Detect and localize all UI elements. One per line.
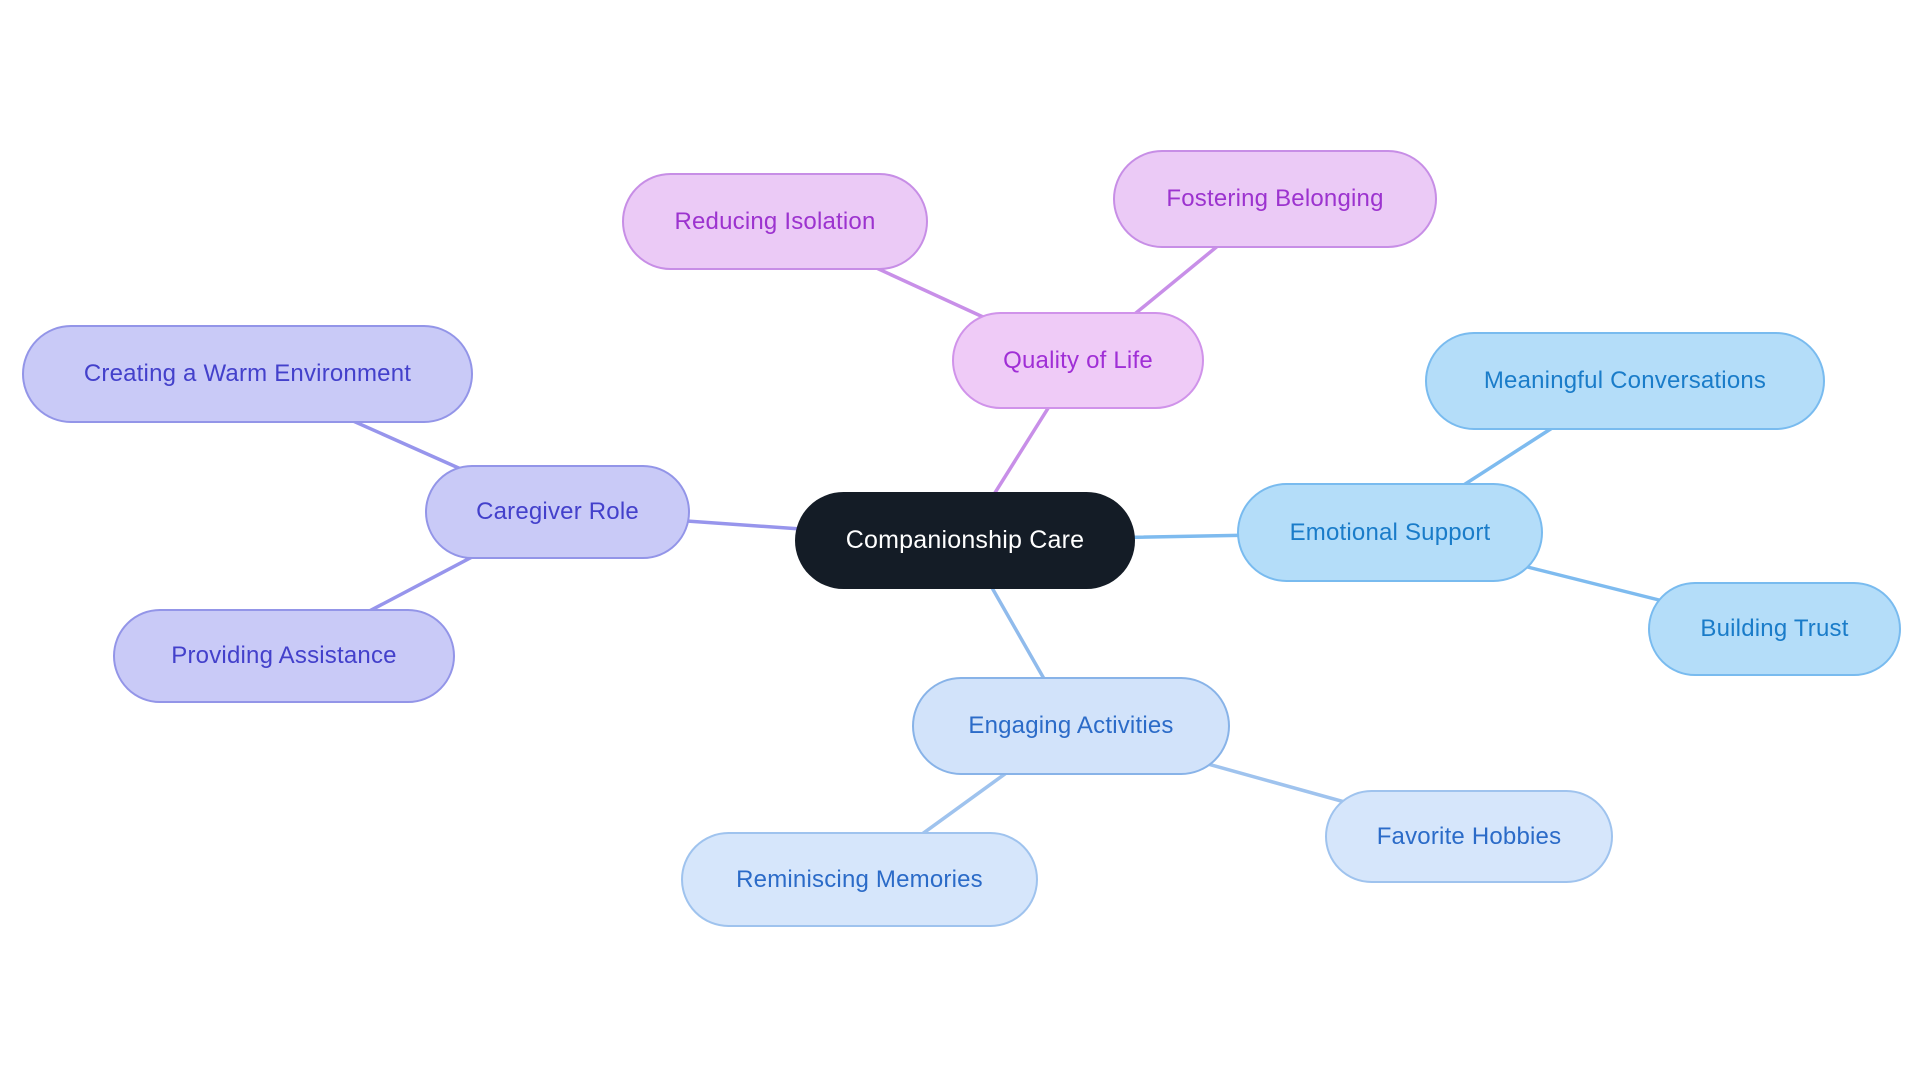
mindmap-node-providing-assistance[interactable]: Providing Assistance bbox=[113, 609, 455, 703]
node-label-fostering-belonging: Fostering Belonging bbox=[1166, 185, 1384, 212]
node-label-providing-assistance: Providing Assistance bbox=[171, 642, 397, 669]
node-label-caregiver-role: Caregiver Role bbox=[476, 498, 639, 525]
node-label-creating-a-warm-environment: Creating a Warm Environment bbox=[83, 360, 412, 387]
node-label-favorite-hobbies: Favorite Hobbies bbox=[1376, 822, 1562, 850]
mindmap-node-favorite-hobbies[interactable]: Favorite Hobbies bbox=[1325, 790, 1613, 883]
mindmap-node-creating-a-warm-environment[interactable]: Creating a Warm Environment bbox=[22, 325, 473, 423]
node-label-engaging-activities: Engaging Activities bbox=[968, 712, 1174, 739]
node-label-building-trust: Building Trust bbox=[1700, 615, 1849, 642]
mindmap-node-root[interactable]: Companionship Care bbox=[795, 492, 1135, 589]
node-label-meaningful-conversations: Meaningful Conversations bbox=[1483, 367, 1767, 394]
mindmap-node-reducing-isolation[interactable]: Reducing Isolation bbox=[622, 173, 928, 270]
mindmap-node-caregiver-role[interactable]: Caregiver Role bbox=[425, 465, 690, 559]
mindmap-node-emotional-support[interactable]: Emotional Support bbox=[1237, 483, 1543, 582]
mindmap-node-reminiscing-memories[interactable]: Reminiscing Memories bbox=[681, 832, 1038, 927]
node-label-reducing-isolation: Reducing Isolation bbox=[674, 207, 876, 235]
mindmap-node-fostering-belonging[interactable]: Fostering Belonging bbox=[1113, 150, 1437, 248]
node-label-root: Companionship Care bbox=[845, 526, 1085, 554]
mindmap-node-quality-of-life[interactable]: Quality of Life bbox=[952, 312, 1204, 409]
node-label-emotional-support: Emotional Support bbox=[1289, 518, 1491, 546]
mindmap-node-meaningful-conversations[interactable]: Meaningful Conversations bbox=[1425, 332, 1825, 430]
node-label-quality-of-life: Quality of Life bbox=[1003, 346, 1153, 374]
node-label-reminiscing-memories: Reminiscing Memories bbox=[736, 865, 983, 893]
mindmap-node-building-trust[interactable]: Building Trust bbox=[1648, 582, 1901, 676]
mindmap-node-engaging-activities[interactable]: Engaging Activities bbox=[912, 677, 1230, 775]
